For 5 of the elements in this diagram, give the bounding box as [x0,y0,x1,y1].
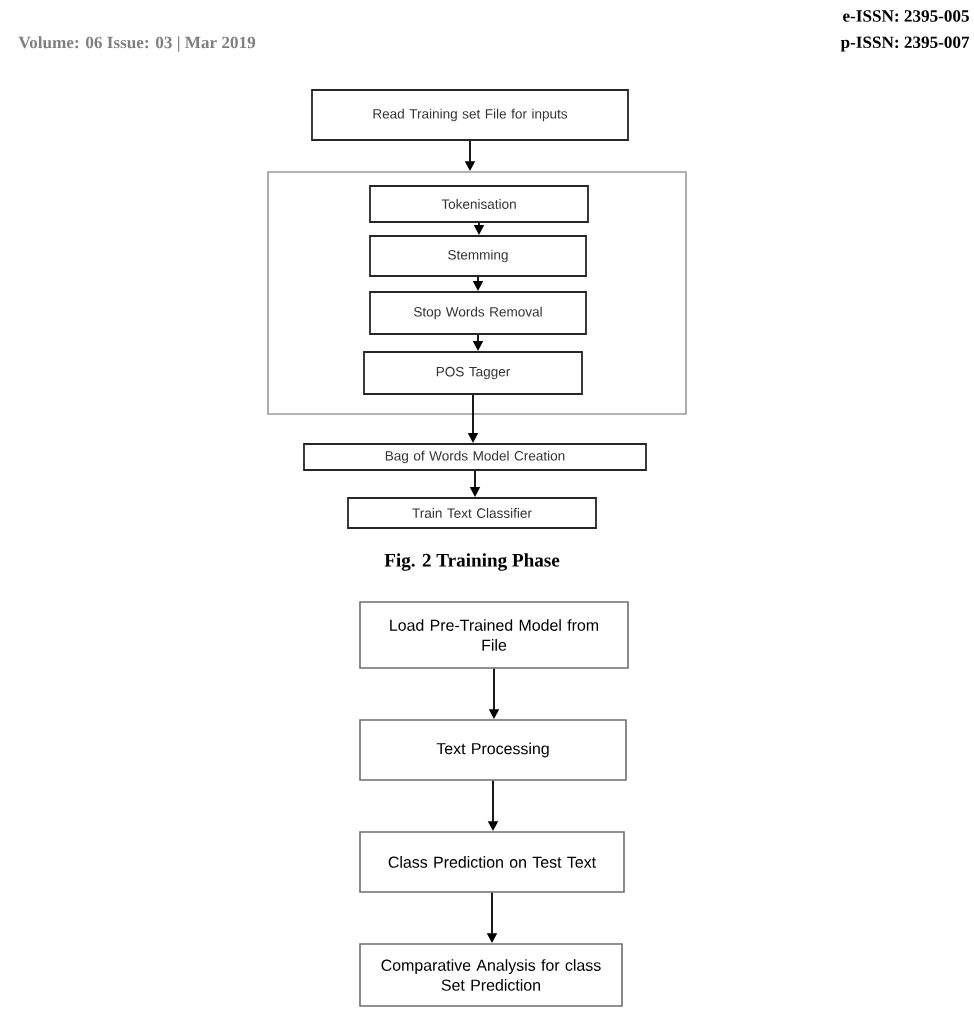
container-box [267,171,687,415]
issue-info: Volume: 06 Issue: 03 | Mar 2019 [18,36,256,52]
figure-caption: Fig. 2 Training Phase [384,553,560,571]
issn-number: p-ISSN: 2395-007 [840,36,970,52]
issn-number: e-ISSN: 2395-005 [843,10,969,22]
